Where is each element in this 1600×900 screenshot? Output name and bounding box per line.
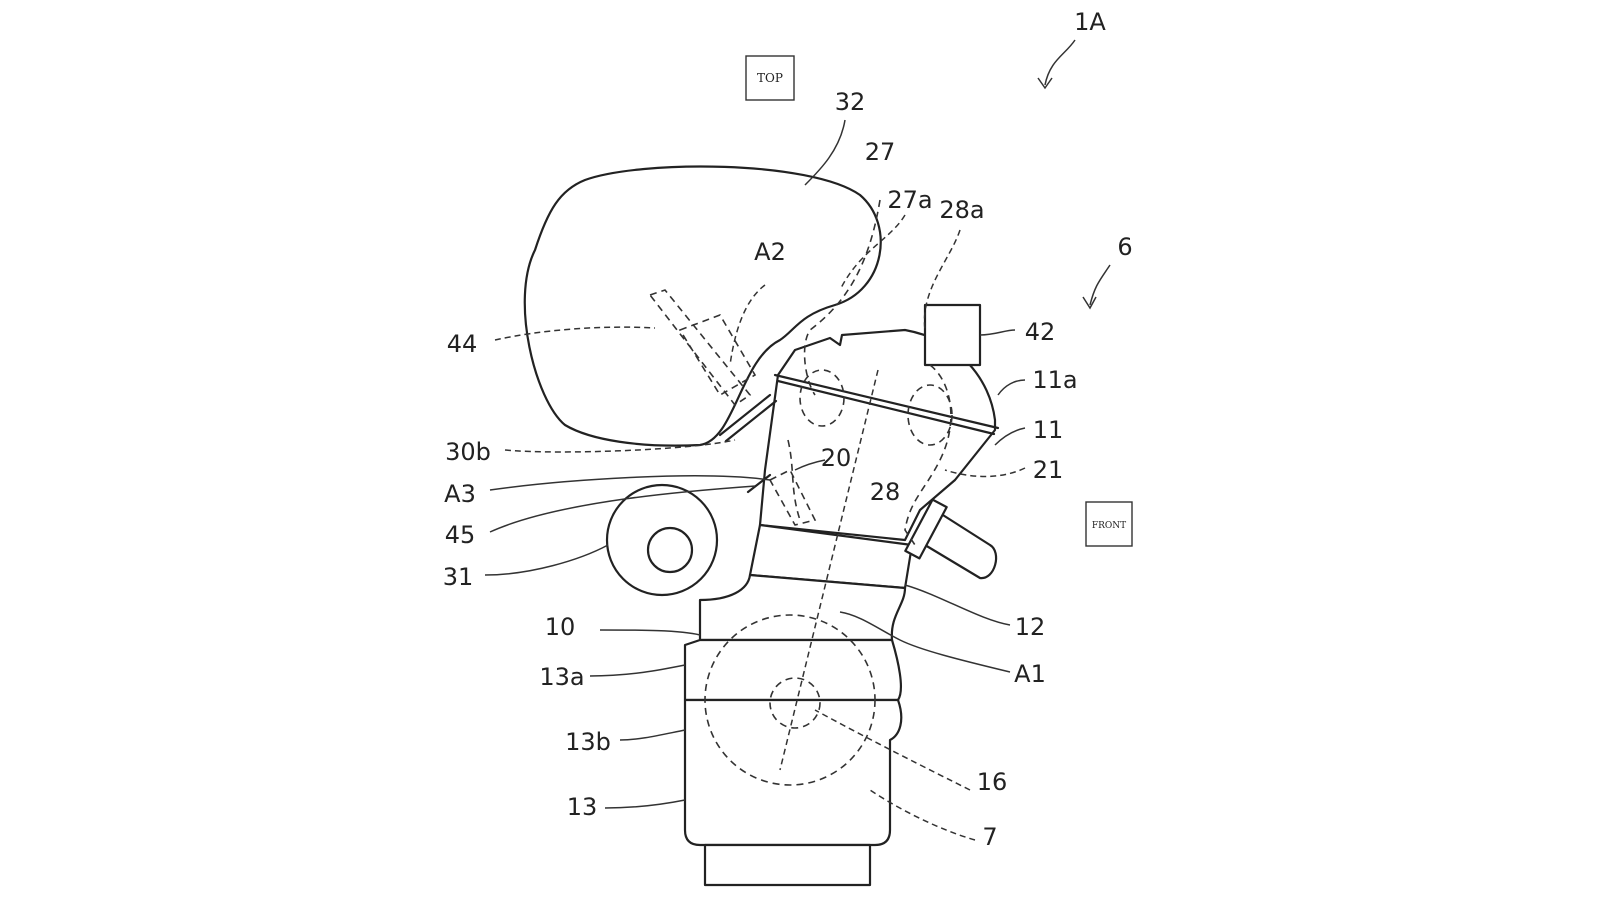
exhaust-port-28a xyxy=(907,384,953,446)
crank-circle xyxy=(704,614,876,786)
leader-10 xyxy=(599,629,701,636)
leader-16 xyxy=(814,709,971,791)
oil-pan xyxy=(703,843,872,887)
cylinder-head xyxy=(758,328,997,542)
label-10: 10 xyxy=(545,613,576,641)
label-13a: 13a xyxy=(539,663,584,691)
throttle-bore xyxy=(646,526,694,574)
label-42: 42 xyxy=(1025,318,1056,346)
label-28a: 28a xyxy=(939,196,984,224)
label-20: 20 xyxy=(821,444,852,472)
leader-13 xyxy=(604,799,686,809)
label-11a: 11a xyxy=(1032,366,1077,394)
leader-13a xyxy=(589,664,686,677)
label-A1: A1 xyxy=(1014,660,1046,688)
intake-passage-27 xyxy=(803,199,881,396)
label-21: 21 xyxy=(1033,456,1064,484)
top-direction-box xyxy=(745,55,795,101)
label-32: 32 xyxy=(835,88,866,116)
component-42 xyxy=(923,303,982,367)
exhaust-passage-28 xyxy=(904,364,952,546)
leader-32 xyxy=(804,119,846,186)
leader-6-arrow xyxy=(1082,296,1097,310)
label-45: 45 xyxy=(445,521,476,549)
crankcase xyxy=(683,638,902,702)
head-cover-joint xyxy=(773,373,1000,430)
leader-30b xyxy=(504,439,736,453)
label-6: 6 xyxy=(1117,233,1132,261)
label-11: 11 xyxy=(1033,416,1064,444)
block-lower xyxy=(698,573,907,642)
label-16: 16 xyxy=(977,768,1008,796)
injector-A2 xyxy=(648,289,752,407)
leader-31 xyxy=(484,544,609,576)
leader-20 xyxy=(794,459,826,471)
intake-duct-20 xyxy=(787,439,801,521)
head-cover-joint-inner xyxy=(776,379,996,436)
injector-A3 xyxy=(768,468,817,526)
front-direction-box xyxy=(1085,501,1133,547)
leader-A2 xyxy=(729,284,766,366)
label-A3: A3 xyxy=(444,480,476,508)
label-A2: A2 xyxy=(754,238,786,266)
leader-7 xyxy=(869,789,976,841)
leader-6 xyxy=(1089,264,1111,306)
flange-30b xyxy=(718,393,772,437)
leader-A1 xyxy=(839,611,1011,673)
leader-A3 xyxy=(489,475,771,491)
exhaust-flange xyxy=(904,498,948,560)
label-12: 12 xyxy=(1015,613,1046,641)
flange-30b-b xyxy=(724,399,778,443)
label-1A: 1A xyxy=(1074,8,1106,36)
leader-1A xyxy=(1044,39,1076,86)
crankcase-lower-13b xyxy=(683,698,903,847)
leader-45 xyxy=(489,485,756,533)
cylinder-axis-A1 xyxy=(779,369,879,771)
label-13: 13 xyxy=(567,793,598,821)
label-13b: 13b xyxy=(565,728,611,756)
leader-11a xyxy=(997,379,1026,396)
label-7: 7 xyxy=(982,823,997,851)
leader-21 xyxy=(944,467,1026,478)
label-30b: 30b xyxy=(445,438,491,466)
leader-13b xyxy=(619,729,686,741)
label-28: 28 xyxy=(870,478,901,506)
front-direction-label: FRONT xyxy=(1092,521,1126,531)
label-44: 44 xyxy=(447,330,478,358)
flange-45 xyxy=(746,473,772,494)
label-27a: 27a xyxy=(887,186,932,214)
leader-42 xyxy=(979,329,1016,336)
label-31: 31 xyxy=(443,563,474,591)
crankshaft-16 xyxy=(769,677,821,729)
air-box-outline xyxy=(523,165,882,447)
leader-1A-arrow xyxy=(1037,77,1053,90)
intake-port-27a xyxy=(799,369,845,427)
leader-44 xyxy=(494,326,656,341)
leader-12 xyxy=(904,584,1011,626)
label-27: 27 xyxy=(865,138,896,166)
leader-11 xyxy=(994,427,1026,446)
injector-body-A2 xyxy=(678,314,757,397)
top-direction-label: TOP xyxy=(757,71,783,85)
exhaust-pipe xyxy=(923,508,998,580)
leader-28a xyxy=(923,229,961,331)
leader-27a xyxy=(839,214,906,291)
